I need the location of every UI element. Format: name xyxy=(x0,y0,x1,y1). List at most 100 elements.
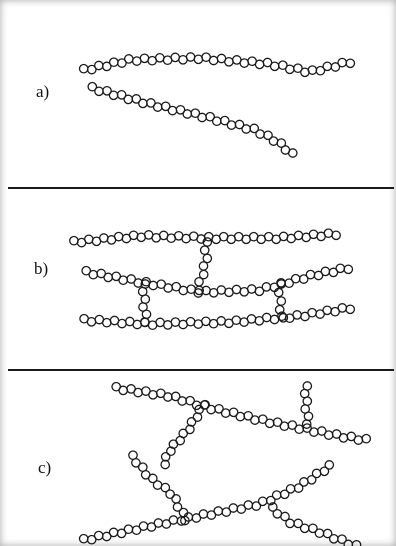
bead xyxy=(213,506,224,516)
bead xyxy=(278,312,289,323)
bead xyxy=(138,521,149,531)
bead xyxy=(246,314,257,324)
bead xyxy=(343,264,354,275)
bead xyxy=(168,515,179,525)
bead xyxy=(175,104,186,115)
bead xyxy=(148,280,159,291)
panel-b-chain-2 xyxy=(81,263,354,298)
panel-b-chain-1 xyxy=(69,228,341,248)
bead xyxy=(208,55,219,66)
bead xyxy=(102,85,112,96)
bead xyxy=(328,267,339,278)
bead xyxy=(319,466,330,477)
bead xyxy=(88,269,99,280)
panel-a-chain-1 xyxy=(78,52,356,78)
bead xyxy=(301,419,312,429)
bead xyxy=(236,504,247,514)
bead xyxy=(254,286,265,297)
bead xyxy=(234,119,245,130)
bead xyxy=(113,231,124,242)
bead xyxy=(279,421,290,432)
bead xyxy=(277,60,288,71)
panel-label-c: c) xyxy=(38,458,52,477)
bead xyxy=(257,414,268,425)
bead xyxy=(249,123,260,134)
bead xyxy=(269,61,280,72)
bead xyxy=(316,426,327,436)
bead xyxy=(261,282,272,292)
panel-a-chain-2 xyxy=(87,81,298,158)
bead xyxy=(263,130,273,141)
bead xyxy=(315,65,326,76)
bead xyxy=(131,457,141,468)
bead xyxy=(276,296,287,306)
bead xyxy=(293,230,304,241)
bead xyxy=(303,411,314,422)
bead xyxy=(276,279,287,289)
bead xyxy=(331,230,341,241)
bead xyxy=(83,234,94,245)
panel-b-crosslink-2 xyxy=(137,279,152,327)
bead xyxy=(167,105,178,116)
bead xyxy=(186,417,197,427)
bead xyxy=(123,54,134,64)
bead xyxy=(268,136,279,146)
bead xyxy=(309,427,319,437)
panel-divider-1 xyxy=(8,187,394,189)
bead xyxy=(338,433,349,443)
bead xyxy=(221,507,232,517)
bead xyxy=(299,523,310,534)
bead xyxy=(243,500,254,510)
bead xyxy=(138,98,148,109)
bead xyxy=(293,518,304,529)
bead xyxy=(152,102,163,112)
bead xyxy=(276,138,287,148)
panel-label-a: a) xyxy=(36,82,50,101)
bead xyxy=(200,399,210,410)
bead xyxy=(265,495,276,506)
bead xyxy=(311,468,322,479)
bead xyxy=(160,459,171,470)
bead xyxy=(198,261,209,271)
bead xyxy=(284,64,295,75)
bead xyxy=(86,534,97,545)
bead xyxy=(163,283,174,293)
bead xyxy=(108,90,119,101)
bead xyxy=(261,312,272,323)
bead xyxy=(351,539,362,546)
bead xyxy=(322,61,333,72)
bead xyxy=(148,389,158,400)
bead xyxy=(335,263,346,274)
bead xyxy=(146,98,156,108)
bead xyxy=(305,269,316,280)
bead xyxy=(86,316,97,327)
bead xyxy=(285,518,295,529)
bead xyxy=(231,315,242,326)
bead xyxy=(224,56,234,67)
panel-divider-2 xyxy=(8,369,394,371)
bead xyxy=(116,89,127,100)
bead xyxy=(328,533,339,544)
bead xyxy=(182,109,193,119)
bead xyxy=(133,387,143,398)
panel-b-crosslink-3 xyxy=(273,279,289,323)
bead xyxy=(290,273,301,284)
bead xyxy=(220,408,231,418)
bead xyxy=(185,395,195,406)
bead xyxy=(194,276,204,287)
bead xyxy=(235,411,246,422)
panel-b-crosslink-1 xyxy=(194,237,213,296)
bead xyxy=(199,245,210,256)
bead xyxy=(211,116,222,127)
bead xyxy=(294,424,305,435)
bead xyxy=(191,513,202,523)
bead xyxy=(176,516,187,526)
bead xyxy=(219,115,230,126)
bead xyxy=(118,385,129,396)
bead xyxy=(243,410,254,421)
bead xyxy=(141,309,152,320)
bead xyxy=(94,86,104,97)
bead xyxy=(117,58,127,68)
